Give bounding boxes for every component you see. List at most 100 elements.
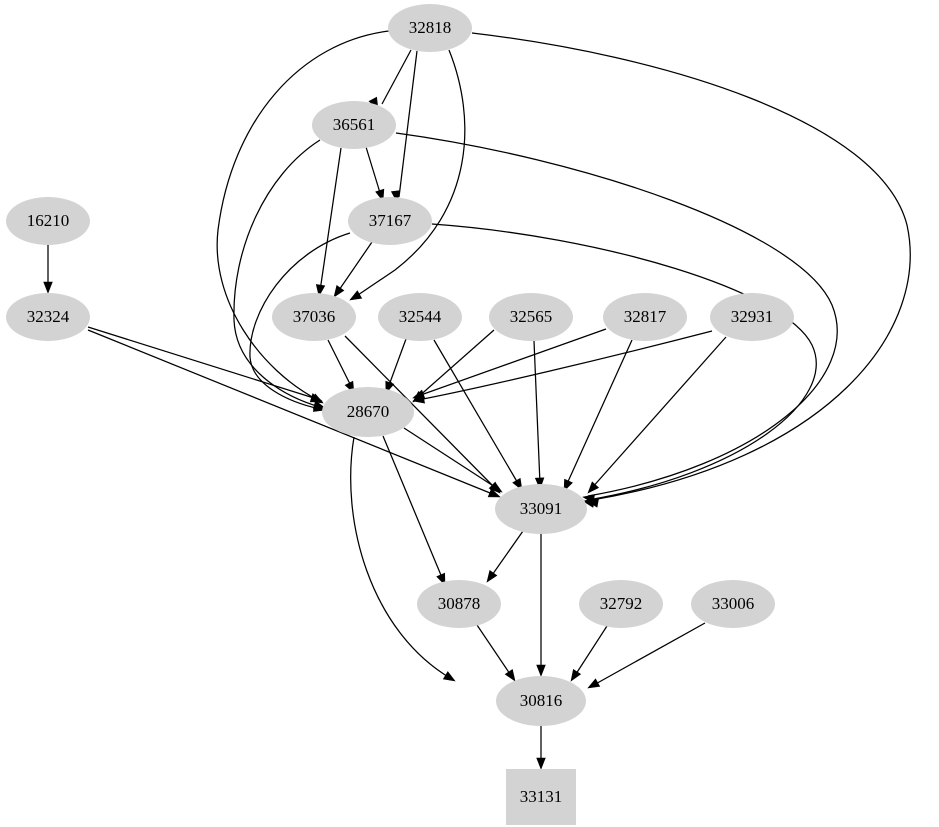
edge-line <box>573 625 608 678</box>
edge-line <box>233 139 321 408</box>
edge-line <box>216 30 390 401</box>
node-ellipse[interactable] <box>6 197 90 245</box>
edge-30878-to-30816 <box>476 624 516 682</box>
graph-node-16210[interactable]: 16210 <box>6 197 90 245</box>
node-ellipse[interactable] <box>312 101 396 149</box>
node-ellipse[interactable] <box>710 293 794 341</box>
edge-line <box>533 340 541 485</box>
node-ellipse[interactable] <box>489 293 573 341</box>
edge-32565-to-33091 <box>533 340 545 490</box>
edge-line <box>336 241 373 294</box>
arrowhead-icon <box>504 668 516 682</box>
edge-33006-to-30816 <box>587 622 706 689</box>
arrowhead-icon <box>312 402 326 412</box>
edge-line <box>354 49 466 298</box>
node-ellipse[interactable] <box>388 4 472 52</box>
graph-node-32324[interactable]: 32324 <box>6 293 90 341</box>
edge-line <box>365 146 382 197</box>
edge-line <box>344 335 497 490</box>
graph-node-32817[interactable]: 32817 <box>603 293 687 341</box>
arrowhead-icon <box>43 281 53 294</box>
edge-line <box>433 339 520 486</box>
edge-36561-to-37167 <box>365 146 385 202</box>
edge-line <box>591 622 706 687</box>
node-ellipse[interactable] <box>378 293 462 341</box>
edge-line <box>417 330 713 401</box>
node-ellipse[interactable] <box>322 387 414 437</box>
arrowhead-icon <box>349 290 363 301</box>
graph-node-32544[interactable]: 32544 <box>378 293 462 341</box>
arrowhead-icon <box>412 394 425 404</box>
graph-node-28670[interactable]: 28670 <box>322 387 414 437</box>
edge-line <box>416 329 495 399</box>
edge-32324-to-33091 <box>87 329 501 498</box>
arrowhead-icon <box>534 477 545 490</box>
arrowhead-icon <box>390 190 401 203</box>
arrowhead-icon <box>486 570 498 583</box>
edge-line <box>565 339 633 487</box>
graph-node-32792[interactable]: 32792 <box>579 580 663 628</box>
edge-36561-to-37036 <box>315 147 342 297</box>
arrowhead-icon <box>442 671 456 682</box>
arrowhead-icon <box>536 757 546 770</box>
edge-28670-to-30816 <box>350 436 456 682</box>
edge-30816-to-33131 <box>536 726 546 770</box>
edge-line <box>327 339 353 389</box>
nodes-layer: 32818 36561 16210 37167 32324 37036 32544 32565… <box>6 4 794 825</box>
graph-node-36561[interactable]: 36561 <box>312 101 396 149</box>
graph-node-30878[interactable]: 30878 <box>417 580 501 628</box>
graph-node-32931[interactable]: 32931 <box>710 293 794 341</box>
graph-node-37036[interactable]: 37036 <box>272 293 356 341</box>
graph-node-33006[interactable]: 33006 <box>691 580 775 628</box>
edge-line <box>395 132 838 497</box>
arrowhead-icon <box>536 664 546 677</box>
edge-32792-to-30816 <box>570 625 608 682</box>
edge-32817-to-28670 <box>412 328 607 399</box>
node-ellipse[interactable] <box>6 293 90 341</box>
edge-line <box>382 435 444 581</box>
edge-33091-to-30878 <box>486 530 524 583</box>
edge-37167-to-33091 <box>431 223 817 508</box>
edge-line <box>387 338 407 389</box>
edge-line <box>319 147 342 292</box>
edge-16210-to-32324 <box>43 245 53 294</box>
node-ellipse[interactable] <box>579 580 663 628</box>
edge-line <box>403 427 499 490</box>
edge-line <box>431 223 817 501</box>
graph-node-33131[interactable]: 33131 <box>506 769 576 825</box>
edge-line <box>87 326 318 400</box>
node-ellipse[interactable] <box>496 676 586 726</box>
graph-node-33091[interactable]: 33091 <box>495 484 587 534</box>
graph-node-37167[interactable]: 37167 <box>348 197 432 245</box>
edge-32818-to-36561 <box>368 49 412 110</box>
node-ellipse[interactable] <box>691 580 775 628</box>
edge-33091-to-30816 <box>536 534 546 677</box>
arrowhead-icon <box>489 481 503 493</box>
arrowhead-icon <box>309 393 323 403</box>
node-ellipse[interactable] <box>417 580 501 628</box>
edge-28670-to-33091 <box>403 427 503 493</box>
edge-line <box>398 50 418 198</box>
node-ellipse[interactable] <box>272 293 356 341</box>
edge-32817-to-33091 <box>563 339 633 492</box>
node-ellipse[interactable] <box>348 197 432 245</box>
node-rect[interactable] <box>506 769 576 825</box>
edge-37036-to-28670 <box>327 339 355 394</box>
arrowhead-icon <box>587 481 600 494</box>
graph-node-32818[interactable]: 32818 <box>388 4 472 52</box>
arrowhead-icon <box>487 488 501 498</box>
arrowhead-icon <box>570 668 582 682</box>
edge-37167-to-28670 <box>249 232 351 412</box>
node-ellipse[interactable] <box>495 484 587 534</box>
arrowhead-icon <box>587 678 601 689</box>
edges-layer <box>43 30 911 770</box>
edge-32931-to-28670 <box>412 330 713 404</box>
node-ellipse[interactable] <box>603 293 687 341</box>
edge-32931-to-33091 <box>587 336 727 494</box>
graph-node-32565[interactable]: 32565 <box>489 293 573 341</box>
edge-line <box>489 530 524 579</box>
graph-node-30816[interactable]: 30816 <box>496 676 586 726</box>
edge-32818-to-37036 <box>349 49 466 301</box>
arrowhead-icon <box>582 498 595 508</box>
